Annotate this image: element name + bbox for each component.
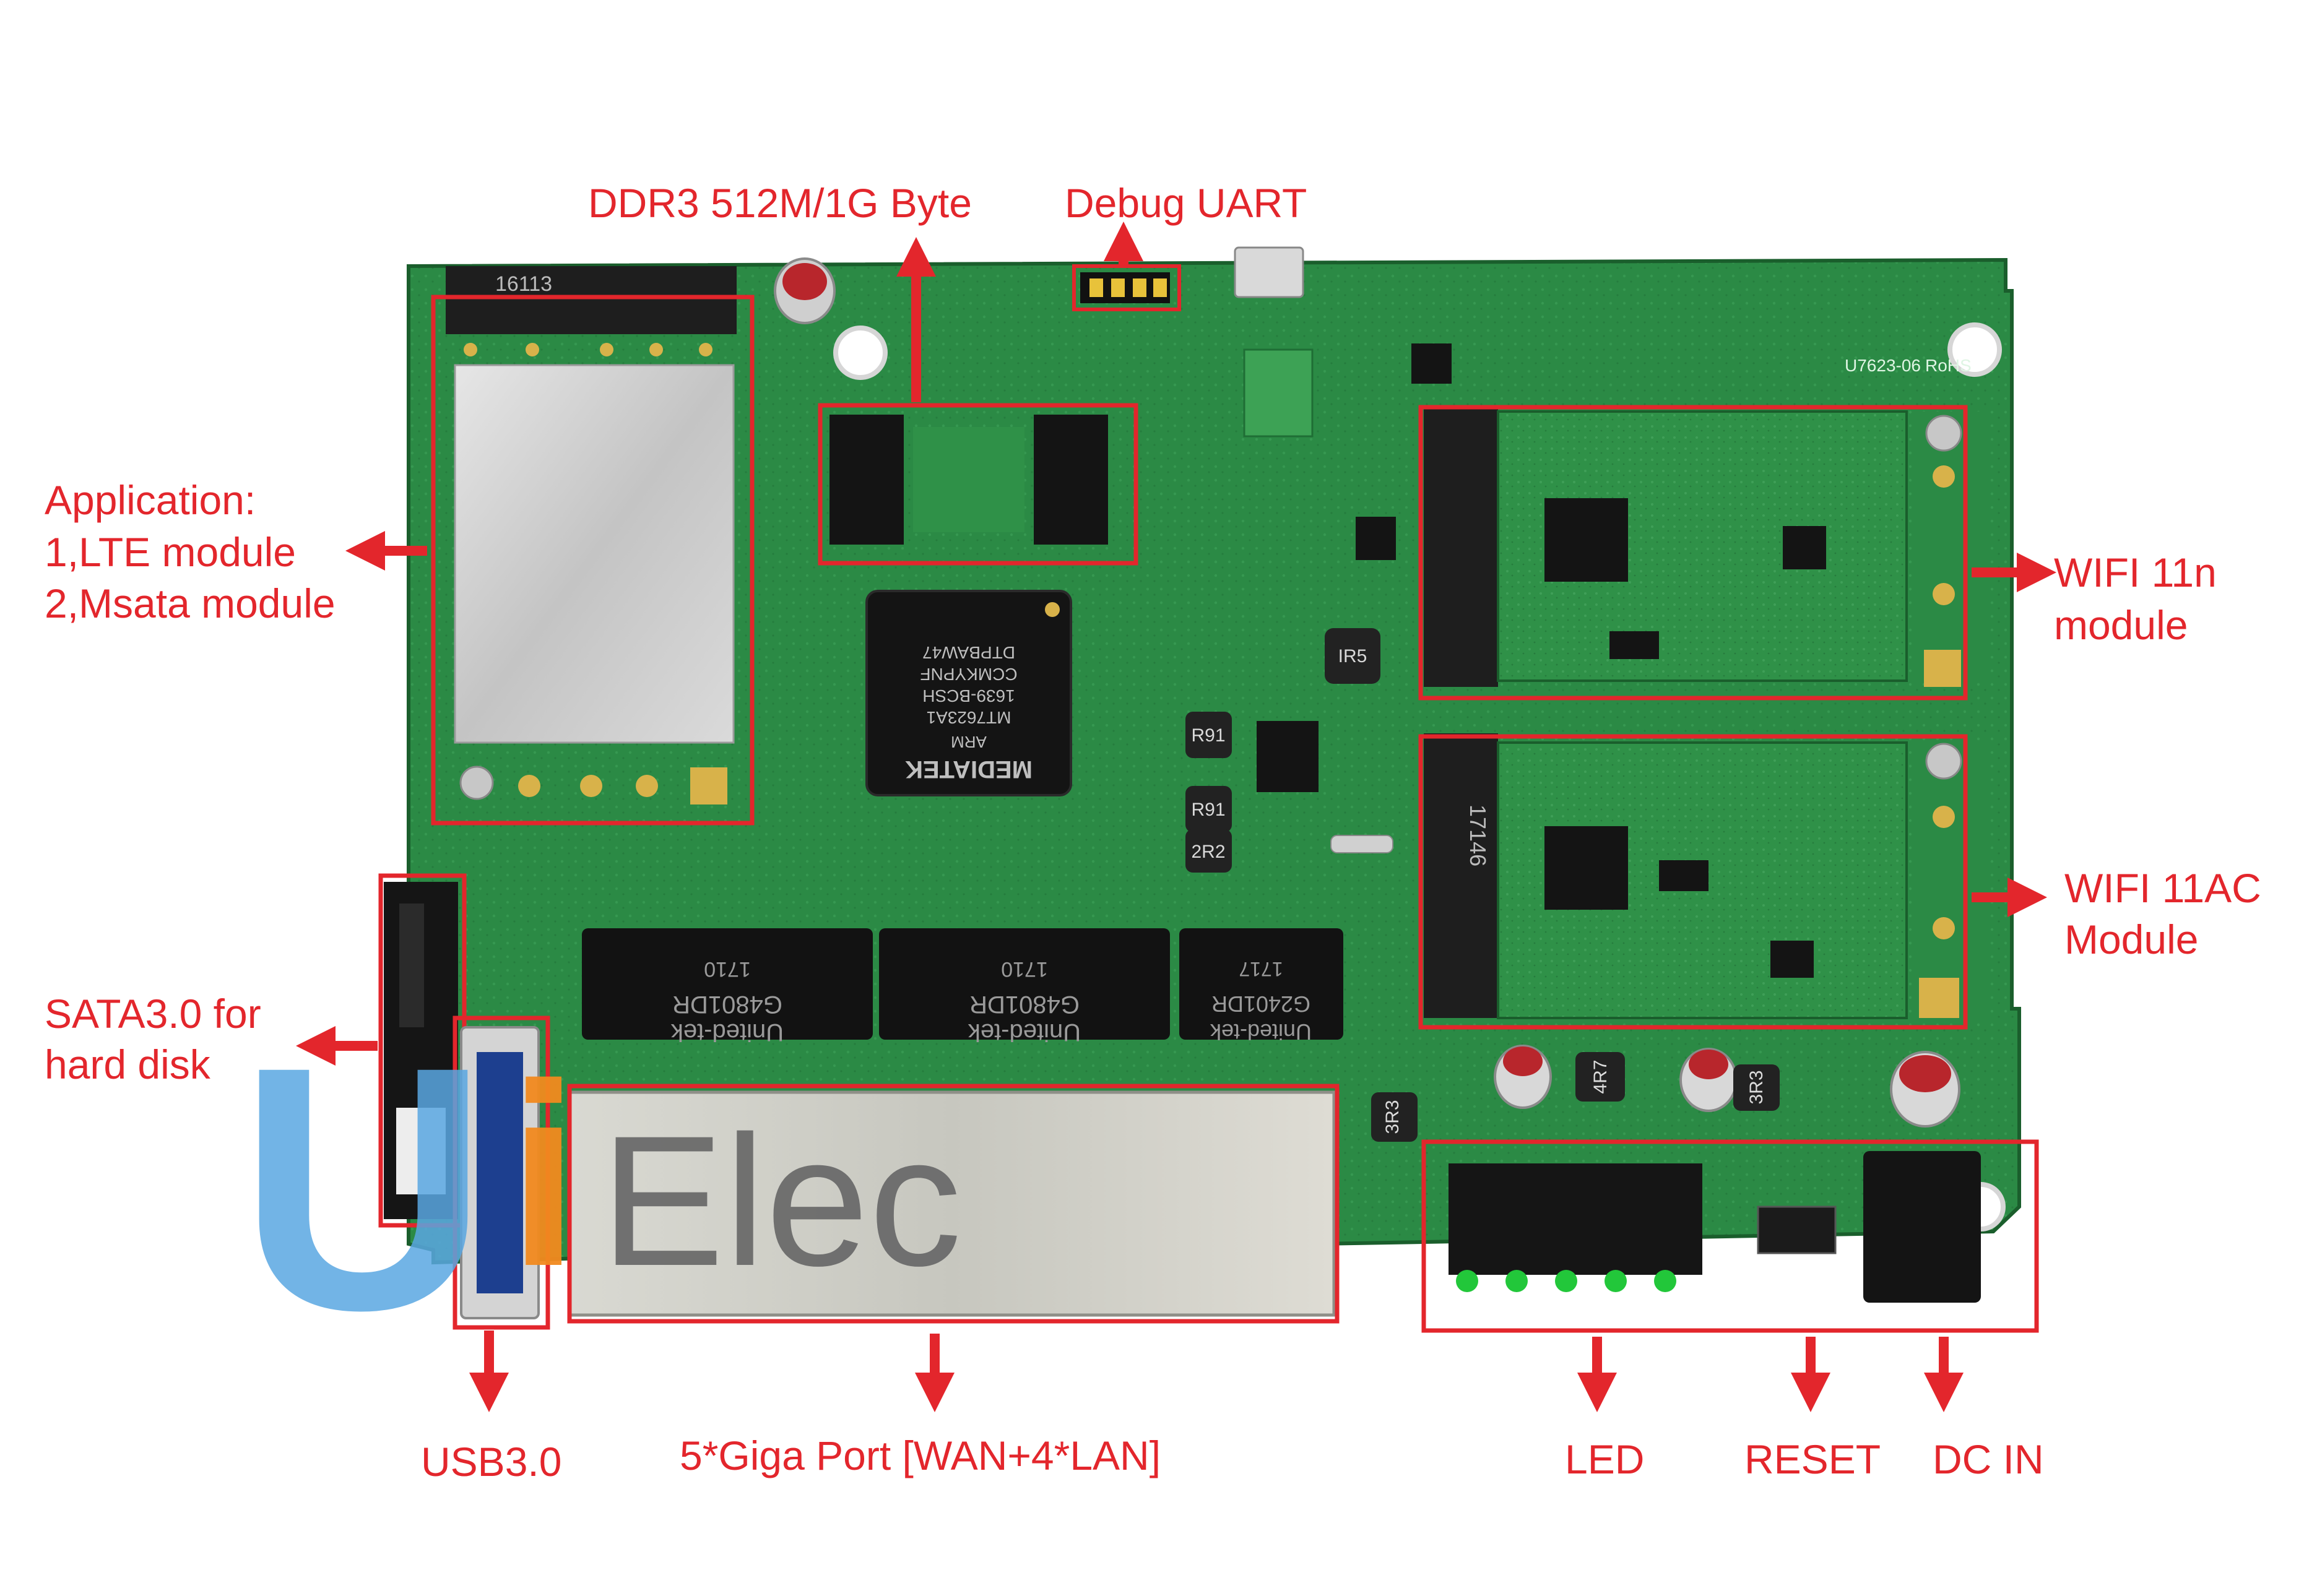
usb3-callout-box xyxy=(453,1016,550,1330)
inductor-3r3-b-label: 3R3 xyxy=(1382,1100,1403,1134)
ddr3-memory xyxy=(829,415,1108,545)
lte-msata-callout-box xyxy=(431,295,755,826)
sata-label-line1: SATA3.0 for xyxy=(45,991,261,1037)
inductor-3r3-a-label: 3R3 xyxy=(1746,1070,1767,1104)
inductor-3r3-a xyxy=(1733,1064,1780,1111)
transformer-c xyxy=(1179,928,1343,1040)
wifi-11n-label-line2: module xyxy=(2054,602,2188,648)
soc-code: 1639-BCSH xyxy=(922,686,1015,705)
wifi-11n-callout-box xyxy=(1418,405,1968,701)
transformer-b-brand: United-tek xyxy=(968,1019,1081,1046)
watermark-elec: Elec xyxy=(600,1097,962,1305)
capacitor-top xyxy=(774,257,836,324)
transformer-c-part: G2401DR xyxy=(1211,991,1310,1017)
transformer-b-date: 1710 xyxy=(1001,957,1048,981)
inductor-r91-a-label: R91 xyxy=(1191,725,1225,746)
inductor-ir5 xyxy=(1325,628,1380,684)
wifi-11n-module xyxy=(1424,408,1987,687)
lte-msata-slot: 16113 xyxy=(446,266,737,804)
wifi-11ac-callout-box xyxy=(1418,734,1968,1030)
application-msata-label: 2,Msata module xyxy=(45,580,336,626)
transformer-a-part: G4801DR xyxy=(672,991,782,1018)
reset-label: RESET xyxy=(1744,1436,1881,1482)
application-title-label: Application: xyxy=(45,477,256,523)
small-ic-top xyxy=(1411,343,1452,384)
soc-arm: ARM xyxy=(951,733,987,751)
mounting-hole-top-right xyxy=(1947,322,2002,377)
wifi-11ac-label-line2: Module xyxy=(2064,917,2199,962)
sata-connector xyxy=(384,882,458,1219)
small-ic-power xyxy=(1257,721,1319,792)
module-label: 17146 xyxy=(1465,804,1491,866)
dc-in-label: DC IN xyxy=(1933,1436,2044,1482)
watermark-i: i xyxy=(508,1030,580,1321)
micro-usb-connector xyxy=(1234,246,1304,298)
led-header xyxy=(1449,1163,1702,1292)
transformer-a-brand: United-tek xyxy=(670,1019,784,1046)
inductor-4r7-label: 4R7 xyxy=(1590,1059,1611,1093)
sata-label-line2: hard disk xyxy=(45,1042,210,1087)
soc-brand: MEDIATEK xyxy=(905,756,1033,783)
debug-uart-header xyxy=(1080,272,1170,303)
inductor-3r3-b xyxy=(1371,1092,1418,1142)
inductor-r91-b xyxy=(1185,786,1232,832)
usb3-connector xyxy=(460,1026,540,1319)
mounting-hole-top-left xyxy=(833,326,888,380)
inductor-r91-a xyxy=(1185,712,1232,758)
crystal xyxy=(1330,835,1393,853)
dc-jack xyxy=(1863,1151,1981,1303)
wifi-11ac-label-line1: WIFI 11AC xyxy=(2064,865,2261,911)
board-id-text: U7623-06 xyxy=(1845,356,1921,375)
small-ic-mid xyxy=(1356,517,1396,560)
inductor-ir5-label: IR5 xyxy=(1338,646,1367,666)
giga-port-callout-box xyxy=(567,1084,1340,1324)
inductor-2r2-label: 2R2 xyxy=(1191,842,1225,862)
led-label: LED xyxy=(1565,1436,1645,1482)
slot-label: 16113 xyxy=(495,272,552,296)
led-reset-dc-callout-box xyxy=(1421,1139,2039,1333)
mediatek-soc: MEDIATEK ARM MT7623A1 1639-BCSH CCMKYPNF… xyxy=(865,590,1072,796)
debug-uart-callout-box xyxy=(1072,264,1181,311)
wifi-11n-label-line1: WIFI 11n xyxy=(2054,550,2217,595)
giga-port-label: 5*Giga Port [WAN+4*LAN] xyxy=(680,1433,1161,1478)
debug-uart-label: Debug UART xyxy=(1065,180,1307,226)
soc-model: MT7623A1 xyxy=(927,708,1011,727)
watermark-u: U xyxy=(238,994,489,1382)
application-lte-label: 1,LTE module xyxy=(45,529,296,575)
ddr3-label: DDR3 512M/1G Byte xyxy=(588,180,972,226)
soc-lot2: DTPBAW47 xyxy=(922,643,1015,662)
transformer-b xyxy=(879,928,1170,1040)
reset-button-component xyxy=(1757,1206,1837,1254)
inductor-4r7 xyxy=(1575,1052,1625,1102)
rohs-text: RoHS xyxy=(1925,356,1972,375)
bga-footprint xyxy=(1243,348,1314,438)
transformer-c-date: 1717 xyxy=(1239,958,1283,980)
inductor-2r2 xyxy=(1185,829,1232,873)
ddr3-callout-box xyxy=(818,403,1138,566)
inductor-r91-b-label: R91 xyxy=(1191,800,1225,820)
wifi-11ac-module: 17146 xyxy=(1424,733,1987,1019)
lte-module-shield xyxy=(454,364,735,744)
transformer-a xyxy=(582,928,873,1040)
rj45-ports-shield xyxy=(568,1090,1336,1317)
transformer-b-part: G4801DR xyxy=(969,991,1080,1018)
usb3-label: USB3.0 xyxy=(421,1439,562,1485)
soc-lot: CCMKYPNF xyxy=(920,665,1017,684)
transformer-a-date: 1710 xyxy=(704,957,751,981)
transformer-c-brand: United-tek xyxy=(1210,1019,1312,1045)
